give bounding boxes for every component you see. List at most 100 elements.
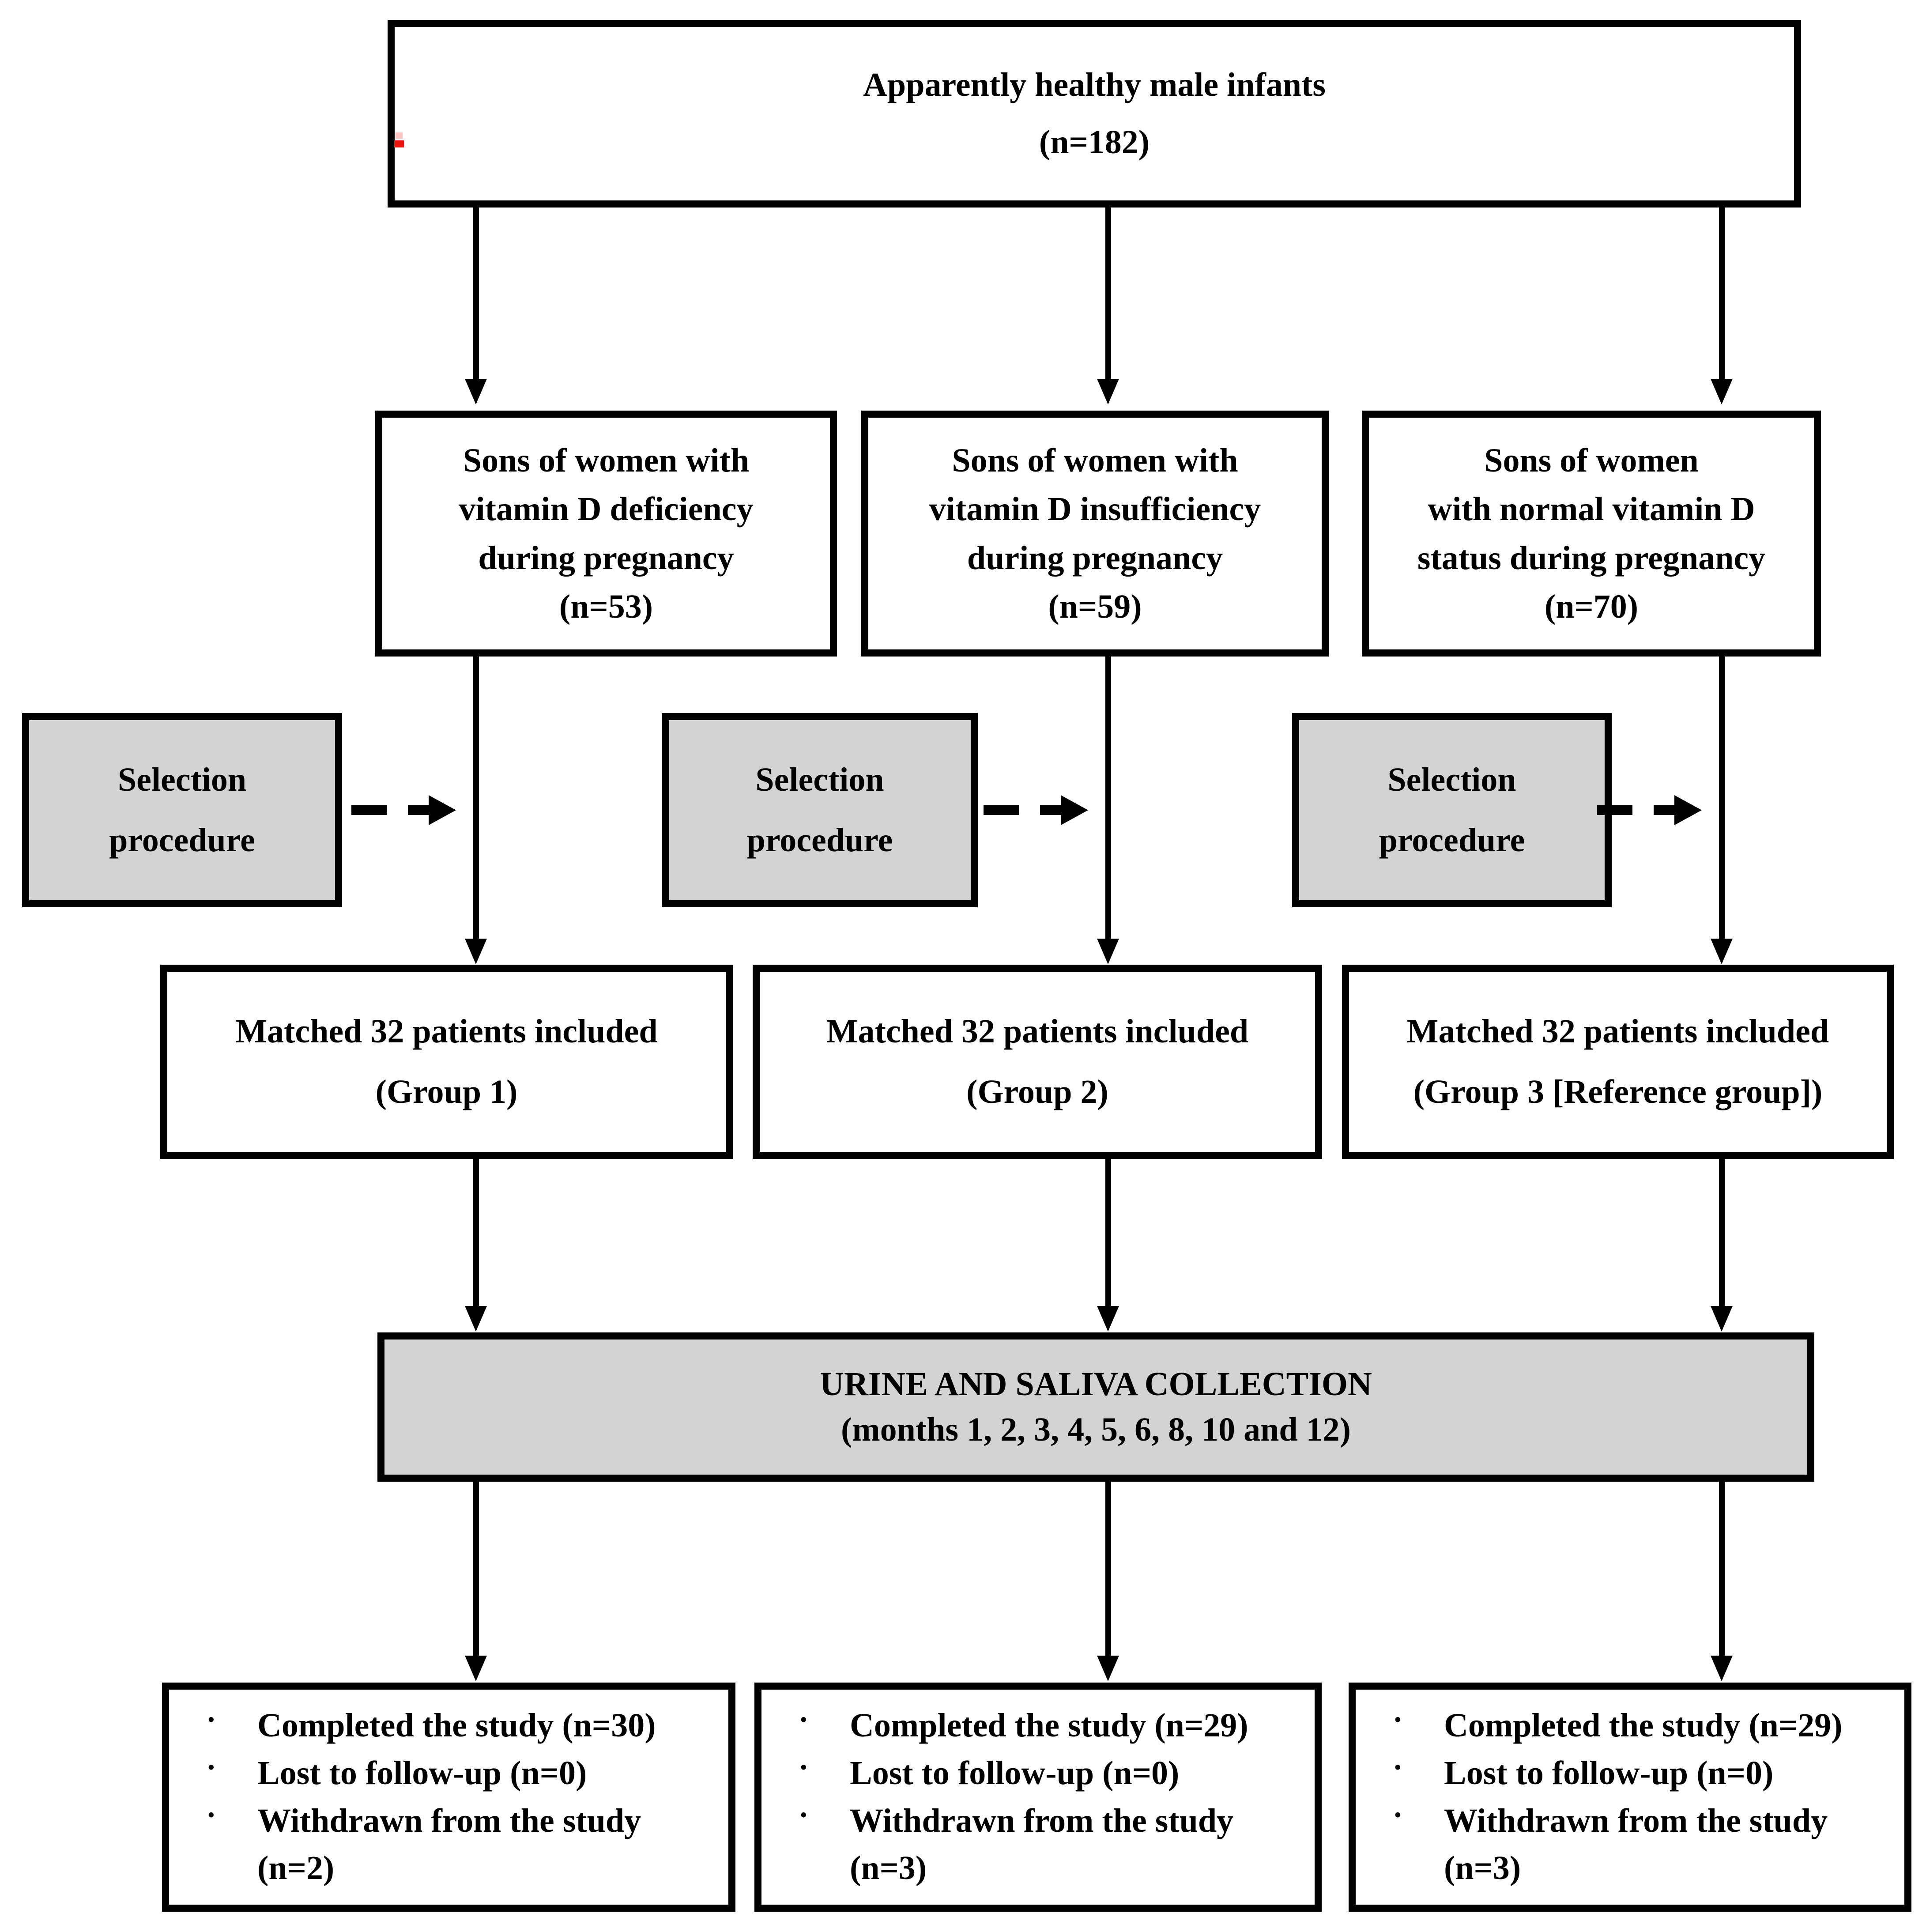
bullet-icon: • [800, 1758, 807, 1778]
outcome-item-text: Completed the study (n=29) [850, 1706, 1248, 1744]
arrow-top-to-cohort-2-line [1105, 208, 1111, 380]
outcome-item: • Withdrawn from the study (n=3) [1356, 1797, 1891, 1893]
selection-3-line: procedure [1379, 822, 1525, 859]
outcome-item: • Lost to follow-up (n=0) [1356, 1750, 1891, 1797]
matched-box-2: Matched 32 patients included (Group 2) [753, 965, 1322, 1159]
outcome-box-2: • Completed the study (n=29) • Lost to f… [754, 1683, 1322, 1912]
dashed-arrow-selection-3-line [1597, 805, 1674, 815]
top-box-title: Apparently healthy male infants [863, 66, 1326, 104]
outcome-item-text: Lost to follow-up (n=0) [850, 1754, 1180, 1792]
arrow-collection-to-outcome-3-line [1719, 1482, 1725, 1657]
outcome-list-2: • Completed the study (n=29) • Lost to f… [761, 1702, 1315, 1893]
outcome-item-text: Withdrawn from the study [257, 1802, 641, 1839]
outcome-item: • Completed the study (n=29) [1356, 1702, 1891, 1750]
bullet-icon: • [208, 1758, 215, 1778]
cohort-3-count: (n=70) [1544, 588, 1639, 625]
outcome-item: • Completed the study (n=30) [169, 1702, 715, 1750]
dashed-arrow-selection-1-line [351, 805, 429, 815]
selection-1-line: Selection [117, 761, 247, 799]
arrow-cohort-to-matched-3-head [1711, 939, 1733, 964]
selection-2-line: procedure [746, 822, 893, 859]
red-artifact-mark [394, 140, 404, 147]
arrow-collection-to-outcome-1-head [465, 1656, 487, 1681]
bullet-icon: • [1395, 1805, 1401, 1826]
outcome-item-text: Withdrawn from the study [850, 1802, 1234, 1839]
dashed-arrow-selection-3-head [1674, 795, 1702, 825]
matched-1-group: (Group 1) [375, 1073, 518, 1110]
matched-2-line: Matched 32 patients included [826, 1013, 1249, 1050]
arrow-cohort-to-matched-2-head [1097, 939, 1119, 964]
cohort-3-line: with normal vitamin D [1428, 491, 1755, 528]
arrow-matched-to-collection-1-head [465, 1306, 487, 1332]
selection-box-2: Selection procedure [662, 713, 978, 907]
arrow-collection-to-outcome-3-head [1711, 1656, 1733, 1681]
top-box-count: (n=182) [1039, 123, 1150, 161]
cohort-2-line: Sons of women with [952, 442, 1238, 479]
cohort-2-line: vitamin D insufficiency [929, 491, 1261, 528]
collection-title: URINE AND SALIVA COLLECTION [820, 1366, 1372, 1403]
matched-box-3: Matched 32 patients included (Group 3 [R… [1342, 965, 1894, 1159]
selection-box-3: Selection procedure [1292, 713, 1612, 907]
cohort-1-line: vitamin D deficiency [459, 491, 754, 528]
collection-months: (months 1, 2, 3, 4, 5, 6, 8, 10 and 12) [841, 1411, 1351, 1448]
cohort-2-count: (n=59) [1048, 588, 1142, 625]
bullet-icon: • [208, 1710, 215, 1731]
cohort-3-line: Sons of women [1484, 442, 1699, 479]
outcome-item-text: Lost to follow-up (n=0) [1444, 1754, 1774, 1792]
selection-2-line: Selection [755, 761, 884, 799]
outcome-item-continuation: (n=3) [1444, 1849, 1521, 1887]
outcome-item: • Lost to follow-up (n=0) [169, 1750, 715, 1797]
outcome-box-3: • Completed the study (n=29) • Lost to f… [1349, 1683, 1911, 1912]
matched-3-line: Matched 32 patients included [1406, 1013, 1829, 1050]
cohort-box-1: Sons of women with vitamin D deficiency … [375, 411, 837, 657]
outcome-item-text: Completed the study (n=29) [1444, 1706, 1843, 1744]
collection-box: URINE AND SALIVA COLLECTION (months 1, 2… [377, 1332, 1814, 1482]
cohort-1-line: Sons of women with [463, 442, 750, 479]
arrow-matched-to-collection-2-head [1097, 1306, 1119, 1332]
outcome-item-text: Lost to follow-up (n=0) [257, 1754, 587, 1792]
bullet-icon: • [1395, 1758, 1401, 1778]
arrow-cohort-to-matched-2-line [1105, 657, 1111, 940]
top-box: Apparently healthy male infants (n=182) [388, 20, 1801, 208]
matched-3-group: (Group 3 [Reference group]) [1413, 1073, 1823, 1110]
selection-box-1: Selection procedure [22, 713, 342, 907]
arrow-cohort-to-matched-1-head [465, 939, 487, 964]
cohort-1-count: (n=53) [559, 588, 653, 625]
outcome-item-continuation: (n=2) [257, 1849, 335, 1887]
matched-1-line: Matched 32 patients included [235, 1013, 658, 1050]
cohort-3-line: status during pregnancy [1417, 539, 1766, 577]
arrow-matched-to-collection-1-line [473, 1159, 479, 1307]
dashed-arrow-selection-1-head [429, 795, 456, 825]
outcome-list-3: • Completed the study (n=29) • Lost to f… [1356, 1702, 1904, 1893]
arrow-matched-to-collection-3-line [1719, 1159, 1725, 1307]
arrow-top-to-cohort-3-line [1719, 208, 1725, 380]
cohort-2-line: during pregnancy [967, 539, 1223, 577]
arrow-top-to-cohort-2-head [1097, 379, 1119, 404]
arrow-collection-to-outcome-2-line [1105, 1482, 1111, 1657]
arrow-cohort-to-matched-3-line [1719, 657, 1725, 940]
matched-box-1: Matched 32 patients included (Group 1) [160, 965, 733, 1159]
bullet-icon: • [208, 1805, 215, 1826]
arrow-matched-to-collection-2-line [1105, 1159, 1111, 1307]
arrow-collection-to-outcome-2-head [1097, 1656, 1119, 1681]
outcome-box-1: • Completed the study (n=30) • Lost to f… [162, 1683, 735, 1912]
cohort-1-line: during pregnancy [478, 539, 734, 577]
outcome-list-1: • Completed the study (n=30) • Lost to f… [169, 1702, 728, 1893]
red-artifact-mark-light [396, 132, 403, 139]
outcome-item-continuation: (n=3) [850, 1849, 927, 1887]
outcome-item: • Withdrawn from the study (n=2) [169, 1797, 715, 1893]
cohort-box-2: Sons of women with vitamin D insufficien… [861, 411, 1329, 657]
selection-3-line: Selection [1387, 761, 1516, 799]
dashed-arrow-selection-2-head [1061, 795, 1088, 825]
arrow-top-to-cohort-1-head [465, 379, 487, 404]
outcome-item: • Completed the study (n=29) [761, 1702, 1301, 1750]
arrow-cohort-to-matched-1-line [473, 657, 479, 940]
selection-1-line: procedure [109, 822, 255, 859]
outcome-item: • Lost to follow-up (n=0) [761, 1750, 1301, 1797]
cohort-box-3: Sons of women with normal vitamin D stat… [1362, 411, 1821, 657]
dashed-arrow-selection-2-line [984, 805, 1061, 815]
arrow-top-to-cohort-3-head [1711, 379, 1733, 404]
arrow-collection-to-outcome-1-line [473, 1482, 479, 1657]
bullet-icon: • [800, 1710, 807, 1731]
